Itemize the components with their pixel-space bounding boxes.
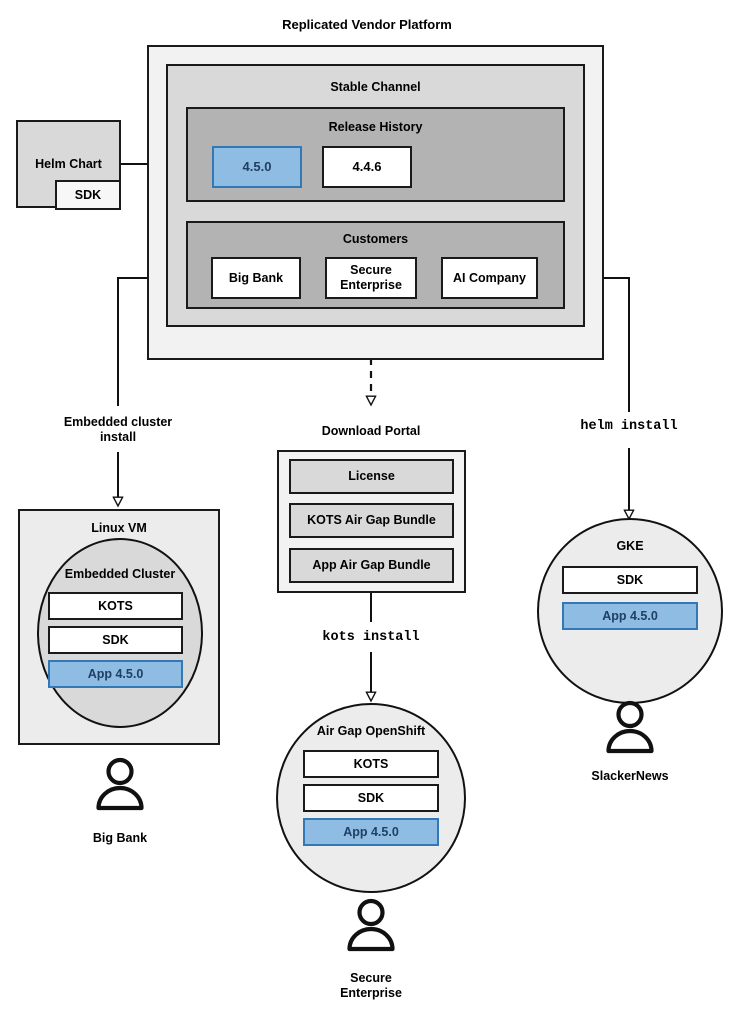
gke-component-app[interactable]: App 4.5.0 <box>562 602 698 630</box>
customer-card-ai-company[interactable]: AI Company <box>441 257 538 299</box>
openshift-component-kots[interactable]: KOTS <box>303 750 439 778</box>
linux-vm-component-sdk[interactable]: SDK <box>48 626 183 654</box>
embedded-cluster-label: Embedded Cluster <box>64 567 176 581</box>
download-portal-label: Download Portal <box>321 424 421 438</box>
kots-install-label: kots install <box>322 630 420 645</box>
customer-card-secure-enterprise[interactable]: Secure Enterprise <box>325 257 417 299</box>
person-icon-slackernews <box>606 700 654 754</box>
release-history-title: Release History <box>328 120 423 134</box>
customer-label-slackernews: SlackerNews <box>591 769 669 783</box>
customers-title: Customers <box>342 232 409 246</box>
download-portal-item-license[interactable]: License <box>289 459 454 494</box>
air-gap-openshift-label: Air Gap OpenShift <box>316 724 426 738</box>
gke-component-sdk[interactable]: SDK <box>562 566 698 594</box>
download-portal-item-kots-airgap[interactable]: KOTS Air Gap Bundle <box>289 503 454 538</box>
helm-install-label: helm install <box>580 419 678 434</box>
linux-vm-component-kots[interactable]: KOTS <box>48 592 183 620</box>
download-portal-item-app-airgap[interactable]: App Air Gap Bundle <box>289 548 454 583</box>
release-card-current[interactable]: 4.5.0 <box>212 146 302 188</box>
gke-label: GKE <box>616 539 644 553</box>
customer-label-secure-enterprise: Secure Enterprise <box>340 971 402 1001</box>
customer-card-big-bank[interactable]: Big Bank <box>211 257 301 299</box>
stable-channel-title: Stable Channel <box>330 80 421 94</box>
page-title: Replicated Vendor Platform <box>282 17 452 32</box>
embedded-cluster-install-label: Embedded cluster install <box>63 415 173 445</box>
linux-vm-label: Linux VM <box>91 521 147 535</box>
customer-label-big-bank: Big Bank <box>92 831 148 845</box>
release-card-previous[interactable]: 4.4.6 <box>322 146 412 188</box>
linux-vm-component-app[interactable]: App 4.5.0 <box>48 660 183 688</box>
helm-chart-sdk-box[interactable]: SDK <box>55 180 121 210</box>
openshift-component-sdk[interactable]: SDK <box>303 784 439 812</box>
person-icon-big-bank <box>96 757 144 811</box>
helm-chart-label: Helm Chart <box>35 157 102 171</box>
person-icon-secure-enterprise <box>347 898 395 952</box>
openshift-component-app[interactable]: App 4.5.0 <box>303 818 439 846</box>
